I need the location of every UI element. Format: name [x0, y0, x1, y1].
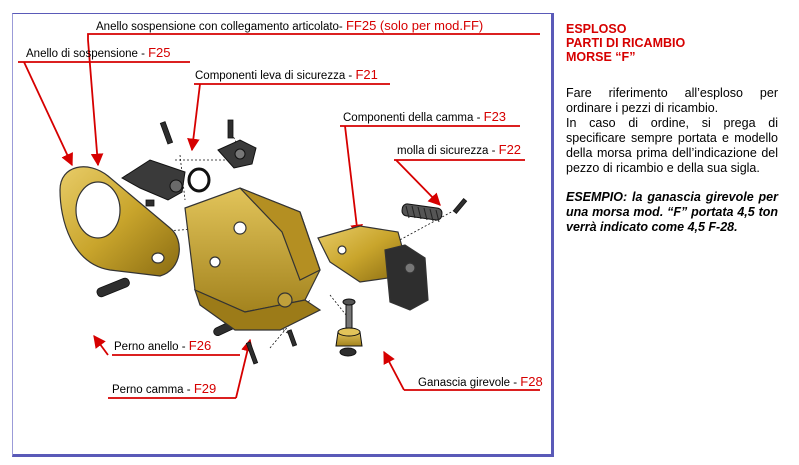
label-f22-text: molla di sicurezza - — [397, 145, 499, 157]
pin-top — [227, 119, 234, 139]
safety-spring — [187, 167, 211, 193]
panel-title-line-1: ESPLOSO — [566, 22, 627, 36]
leader-f28-arrow — [383, 350, 405, 391]
leader-ff25-arrow — [87, 33, 104, 167]
leader-f22-arrow — [395, 159, 441, 206]
label-f26-text: Perno anello - — [114, 341, 189, 353]
pin-small-b2 — [286, 329, 298, 347]
pin-right — [452, 198, 468, 214]
swivel-jaw — [384, 244, 429, 311]
safety-spring-part — [401, 203, 443, 223]
panel-title: ESPLOSO PARTI DI RICAMBIO MORSE “F” — [566, 22, 778, 64]
label-f26: Perno anello - F26 — [114, 339, 211, 354]
leader-f25-arrow — [23, 61, 73, 167]
label-f23-code: F23 — [483, 109, 507, 124]
panel-title-line-3: MORSE “F” — [566, 50, 636, 64]
label-f23-text: Componenti della camma - — [343, 112, 484, 124]
label-f26-code: F26 — [188, 338, 212, 353]
panel-body-para-1: Fare riferimento all’esploso per ordinar… — [566, 86, 778, 115]
guide-lines — [18, 33, 540, 399]
label-f28-code: F28 — [520, 374, 543, 389]
screw-part — [335, 298, 363, 357]
label-f22-code: F22 — [498, 142, 522, 157]
pin-mid — [145, 199, 155, 207]
label-ff25: Anello sospensione con collegamento arti… — [96, 19, 483, 34]
label-f21: Componenti leva di sicurezza - F21 — [195, 68, 378, 83]
panel-title-line-2: PARTI DI RICAMBIO — [566, 36, 686, 50]
suspension-ring-part — [59, 166, 180, 277]
leader-f21-arrow — [187, 83, 201, 152]
label-ff25-code: FF25 (solo per mod.FF) — [345, 18, 484, 33]
exploded-diagram — [18, 33, 540, 399]
label-f28-text: Ganascia girevole - — [418, 377, 521, 389]
panel-example: ESEMPIO: la ganascia girevole per una mo… — [566, 190, 778, 234]
label-f23: Componenti della camma - F23 — [343, 110, 506, 125]
label-f22: molla di sicurezza - F22 — [397, 143, 521, 158]
label-f29-text: Perno camma - — [112, 384, 194, 396]
label-f29-code: F29 — [193, 381, 217, 396]
leader-f26-arrow — [93, 334, 109, 356]
label-f25: Anello di sospensione - F25 — [26, 46, 171, 61]
label-f21-code: F21 — [355, 67, 378, 82]
label-f25-text: Anello di sospensione - — [26, 48, 149, 60]
label-f25-code: F25 — [148, 45, 171, 60]
pin-small-bottom — [245, 341, 259, 365]
clamp-body-part — [184, 187, 322, 331]
pin-top-left — [159, 121, 174, 145]
panel-body: Fare riferimento all’esploso per ordinar… — [566, 86, 778, 176]
safety-lever-part — [121, 139, 257, 201]
info-panel: ESPLOSO PARTI DI RICAMBIO MORSE “F” Fare… — [566, 22, 778, 235]
label-ff25-text: Anello sospensione con collegamento arti… — [96, 21, 346, 33]
diagram-frame — [12, 13, 554, 457]
leader-f29-arrow — [235, 338, 254, 399]
panel-body-para-2: In caso di ordine, si prega di specifica… — [566, 116, 778, 175]
pin-ring — [96, 277, 130, 298]
leader-f23-arrow — [344, 125, 363, 238]
label-f28: Ganascia girevole - F28 — [418, 375, 543, 390]
label-f21-text: Componenti leva di sicurezza - — [195, 70, 356, 82]
cam-part — [317, 225, 429, 311]
label-f29: Perno camma - F29 — [112, 382, 216, 397]
